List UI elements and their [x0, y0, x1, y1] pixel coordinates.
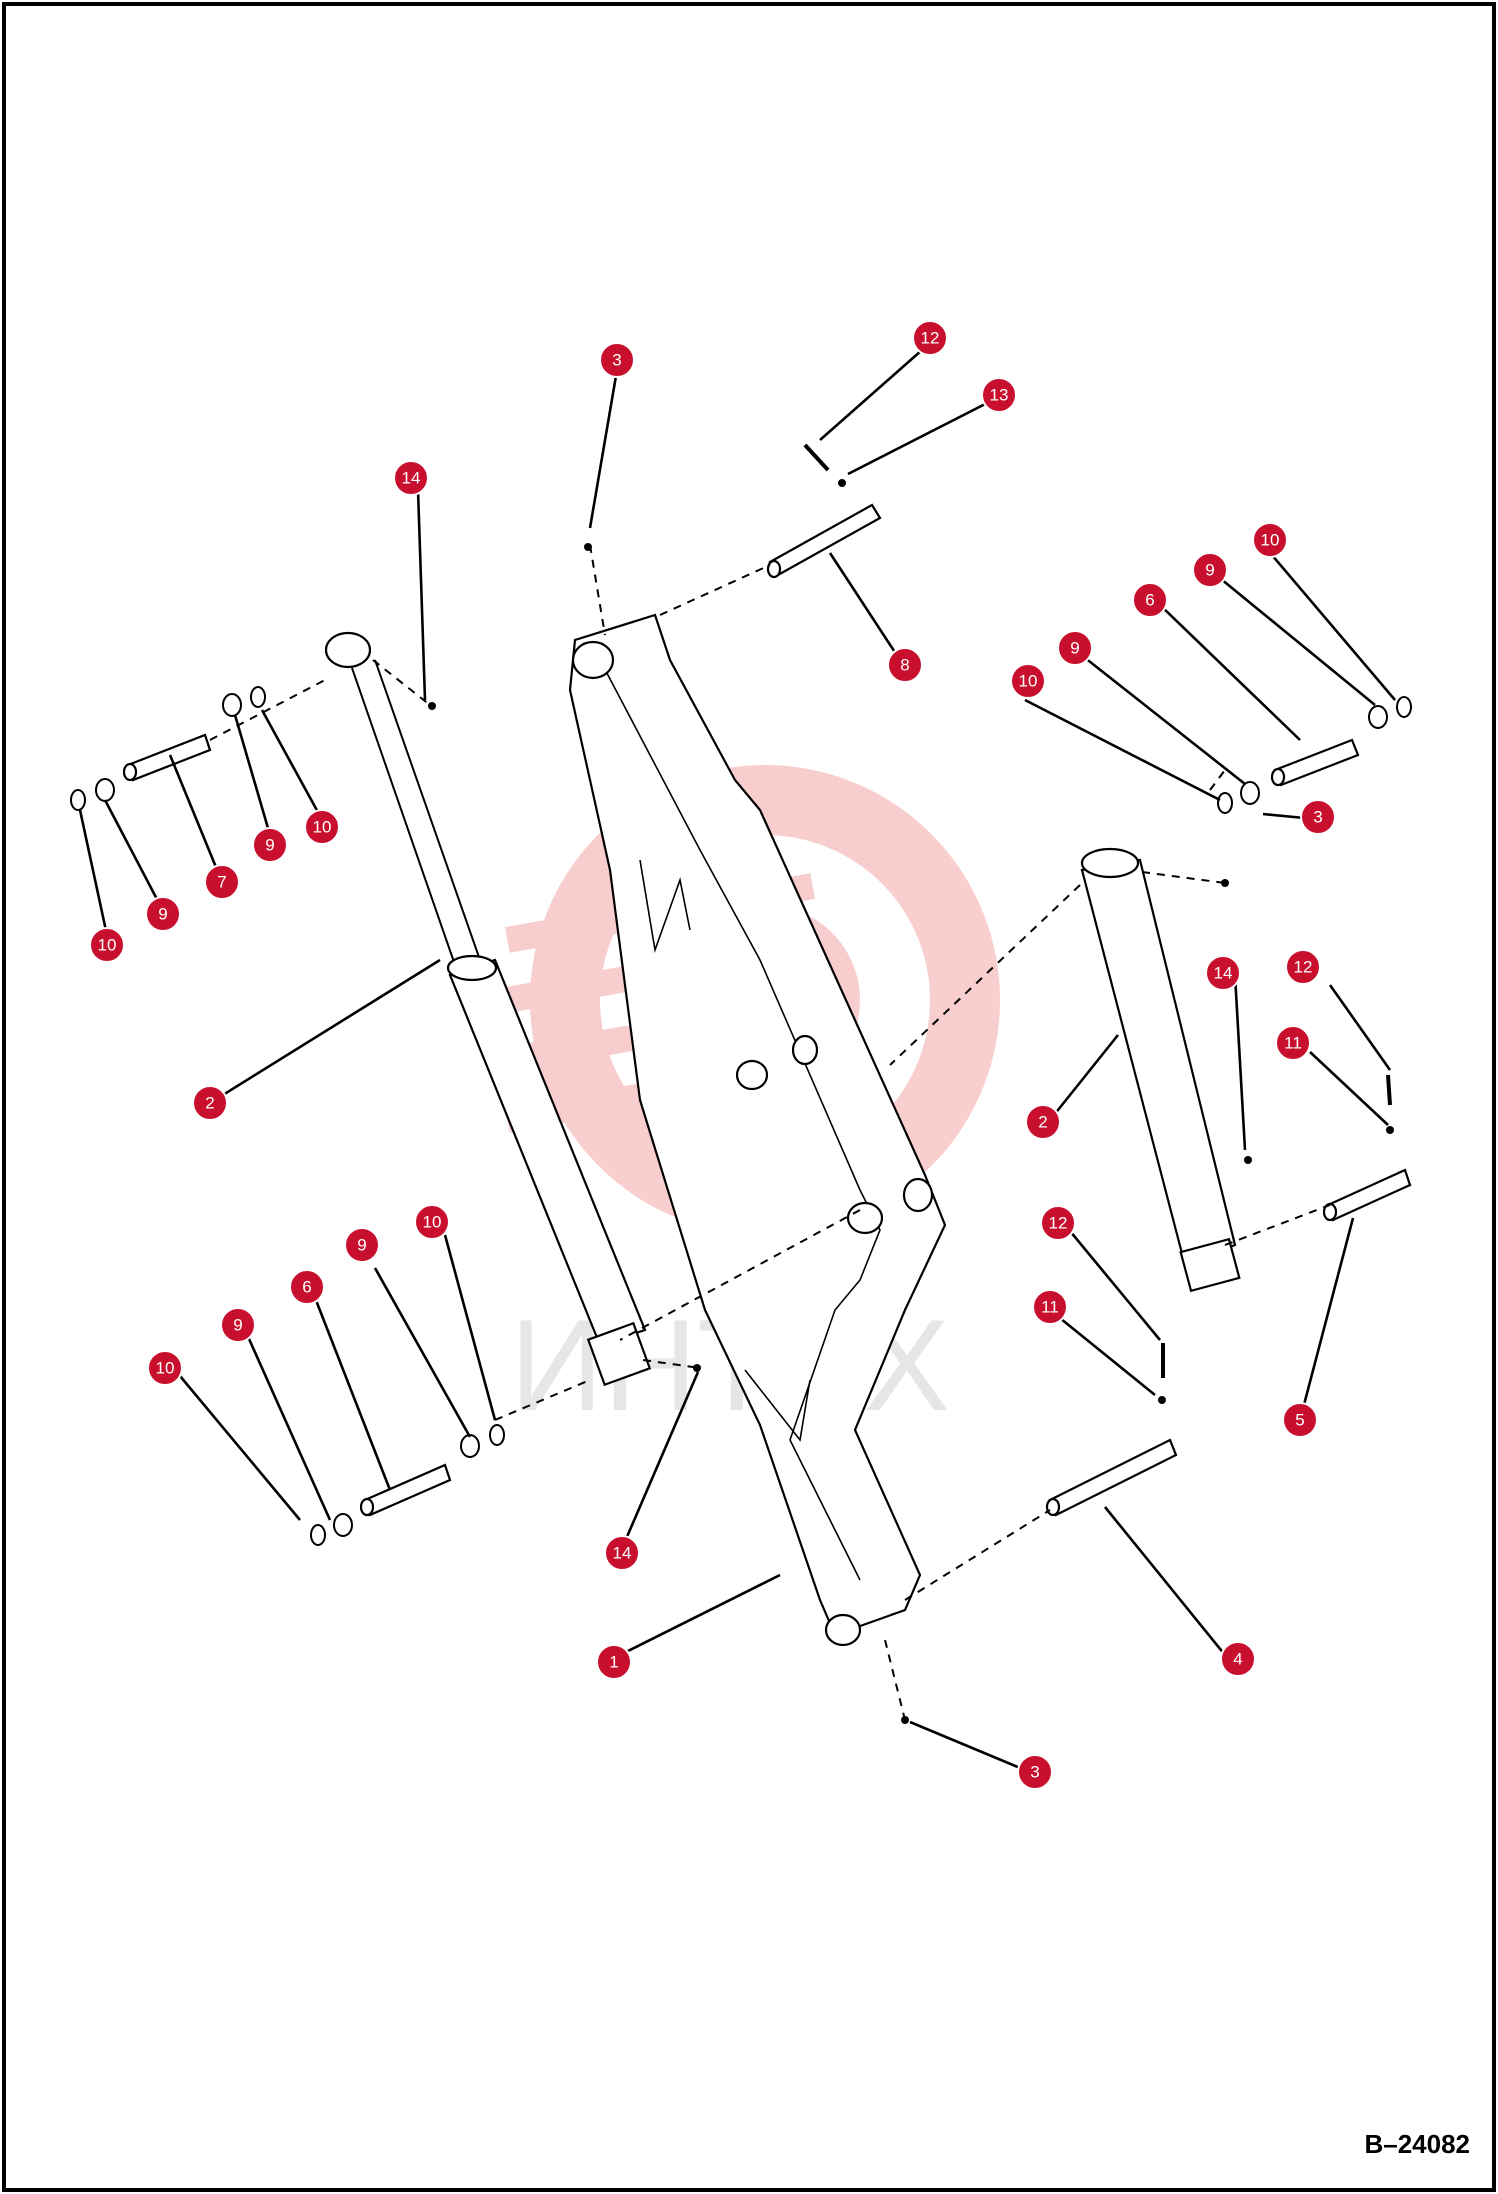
callout-number: 9 [1070, 639, 1079, 658]
cylinder-right [1080, 847, 1241, 1293]
callout-10-upper-left-b: 10 [89, 927, 125, 963]
callout-10-top-right: 10 [1252, 522, 1288, 558]
callout-5: 5 [1282, 1402, 1318, 1438]
callout-12-right: 12 [1285, 949, 1321, 985]
callout-number: 11 [1041, 1298, 1059, 1317]
pin-4 [1045, 1438, 1178, 1517]
callout-10-upper-left-a: 10 [304, 809, 340, 845]
callout-10-mid-right: 10 [1010, 663, 1046, 699]
callout-number: 10 [1019, 672, 1038, 691]
callout-number: 9 [1205, 561, 1214, 580]
callout-number: 11 [1284, 1034, 1302, 1053]
callout-number: 2 [205, 1094, 214, 1113]
callout-number: 9 [158, 905, 167, 924]
callout-number: 9 [265, 836, 274, 855]
callout-number: 14 [613, 1544, 632, 1563]
callout-9-top-right: 9 [1192, 552, 1228, 588]
callout-number: 10 [1261, 531, 1280, 550]
callout-number: 14 [402, 469, 421, 488]
cylinder-left [324, 631, 652, 1387]
callout-7: 7 [204, 864, 240, 900]
callout-number: 6 [1145, 591, 1154, 610]
callout-number: 10 [423, 1213, 442, 1232]
callout-6-top-right: 6 [1132, 582, 1168, 618]
callout-12-top: 12 [912, 320, 948, 356]
callout-10-lower-left-a: 10 [414, 1204, 450, 1240]
callout-2-right: 2 [1025, 1104, 1061, 1140]
callout-number: 7 [217, 873, 226, 892]
callout-number: 4 [1233, 1650, 1242, 1669]
callout-number: 9 [233, 1316, 242, 1335]
pin-5 [1322, 1168, 1412, 1222]
callout-3-right: 3 [1300, 799, 1336, 835]
callout-number: 1 [609, 1653, 618, 1672]
callout-9-mid-right: 9 [1057, 630, 1093, 666]
callout-number: 10 [98, 936, 117, 955]
callout-11-lower-right: 11 [1032, 1289, 1068, 1325]
callout-number: 14 [1214, 964, 1233, 983]
pin-6-right [1270, 738, 1360, 787]
callout-14-right: 14 [1205, 955, 1241, 991]
assembly-lines [209, 544, 1331, 1721]
callout-number: 13 [990, 386, 1009, 405]
callout-number: 10 [156, 1359, 175, 1378]
callout-number: 12 [921, 329, 940, 348]
callout-4: 4 [1220, 1641, 1256, 1677]
pin-8 [766, 503, 882, 579]
callout-number: 3 [612, 351, 621, 370]
callout-3-top: 3 [599, 342, 635, 378]
pin-7 [122, 733, 212, 782]
callout-11-right: 11 [1275, 1025, 1311, 1061]
callout-8: 8 [887, 647, 923, 683]
callout-number: 10 [313, 818, 332, 837]
callout-3-bottom: 3 [1017, 1754, 1053, 1790]
callout-14-lower: 14 [604, 1535, 640, 1571]
callout-number: 6 [302, 1278, 311, 1297]
callout-number: 8 [900, 656, 909, 675]
callout-9-lower-left-a: 9 [344, 1227, 380, 1263]
callout-10-lower-left-b: 10 [147, 1350, 183, 1386]
leader-lines [78, 349, 1396, 1772]
callout-9-upper-left-b: 9 [145, 896, 181, 932]
callout-number: 9 [357, 1236, 366, 1255]
boom-arm [568, 613, 947, 1647]
washers [70, 686, 1412, 1546]
callout-number: 2 [1038, 1113, 1047, 1132]
callout-number: 5 [1295, 1411, 1304, 1430]
callout-14-upper-left: 14 [393, 460, 429, 496]
callout-number: 12 [1049, 1214, 1068, 1233]
callout-13: 13 [981, 377, 1017, 413]
callout-9-lower-left-b: 9 [220, 1307, 256, 1343]
callout-6-lower-left: 6 [289, 1269, 325, 1305]
drawing-number: B–24082 [1364, 2129, 1470, 2159]
callout-1: 1 [596, 1644, 632, 1680]
callout-number: 12 [1294, 958, 1313, 977]
callout-9-upper-left-a: 9 [252, 827, 288, 863]
callout-12-lower-right: 12 [1040, 1205, 1076, 1241]
pin-6-left [359, 1463, 452, 1517]
callout-2-left: 2 [192, 1085, 228, 1121]
callout-number: 3 [1313, 808, 1322, 827]
callout-number: 3 [1030, 1763, 1039, 1782]
